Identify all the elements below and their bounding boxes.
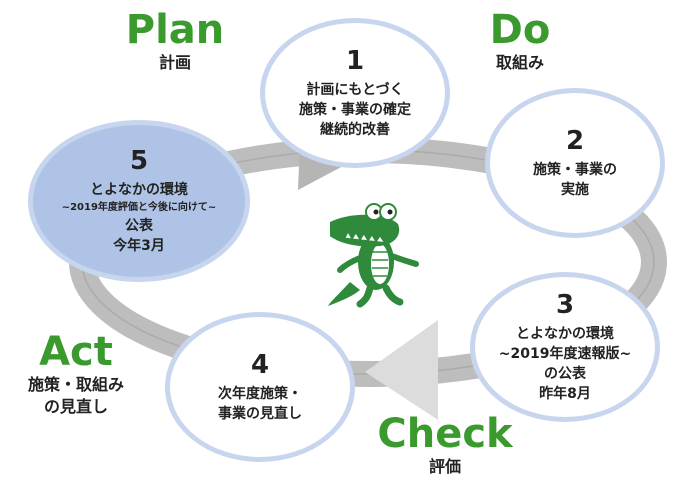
step-1-line-1: 計画にもとづく	[306, 82, 404, 98]
step-2-circle: 2 施策・事業の 実施	[485, 88, 665, 238]
phase-act: Act 施策・取組み の見直し	[6, 330, 146, 418]
step-5-circle: 5 とよなかの環境 ~2019年度評価と今後に向けて~ 公表 今年3月	[28, 120, 250, 282]
phase-do: Do 取組み	[470, 8, 570, 74]
phase-do-title: Do	[489, 7, 551, 53]
phase-plan-label: 計画	[158, 53, 191, 72]
step-4-line-1: 次年度施策・	[218, 386, 302, 402]
phase-act-title: Act	[39, 329, 113, 375]
phase-act-label-1: 施策・取組み	[27, 375, 124, 394]
step-5-line-4: 今年3月	[113, 238, 165, 254]
step-2-number: 2	[565, 126, 585, 156]
step-3-line-3: の公表	[544, 366, 586, 382]
phase-plan: Plan 計画	[120, 8, 230, 74]
step-5-line-2: ~2019年度評価と今後に向けて~	[61, 202, 217, 213]
step-1-line-3: 継続的改善	[320, 122, 390, 138]
step-1-circle: 1 計画にもとづく 施策・事業の確定 継続的改善	[260, 18, 450, 168]
arrow-head-bottom	[365, 320, 438, 420]
step-5-number: 5	[129, 146, 149, 176]
step-4-line-2: 事業の見直し	[218, 406, 302, 422]
step-5-line-3: 公表	[125, 218, 153, 234]
step-2-line-1: 施策・事業の	[533, 162, 617, 178]
step-2-line-2: 実施	[561, 182, 589, 198]
phase-act-label-2: の見直し	[43, 397, 108, 416]
step-1-line-2: 施策・事業の確定	[299, 102, 411, 118]
step-4-number: 4	[250, 350, 270, 380]
step-3-line-1: とよなかの環境	[516, 326, 614, 342]
phase-do-label: 取組み	[495, 53, 544, 72]
phase-check-title: Check	[377, 411, 513, 457]
step-3-line-2: ~2019年度速報版~	[498, 346, 632, 362]
step-5-line-1: とよなかの環境	[90, 182, 188, 198]
step-3-line-4: 昨年8月	[539, 386, 591, 402]
phase-check: Check 評価	[370, 412, 520, 478]
step-1-number: 1	[345, 46, 365, 76]
phase-plan-title: Plan	[125, 7, 225, 53]
step-3-circle: 3 とよなかの環境 ~2019年度速報版~ の公表 昨年8月	[470, 272, 660, 422]
step-4-circle: 4 次年度施策・ 事業の見直し	[165, 312, 355, 462]
crocodile-mascot-icon	[328, 203, 419, 308]
step-3-number: 3	[555, 290, 575, 320]
phase-check-label: 評価	[428, 457, 461, 476]
